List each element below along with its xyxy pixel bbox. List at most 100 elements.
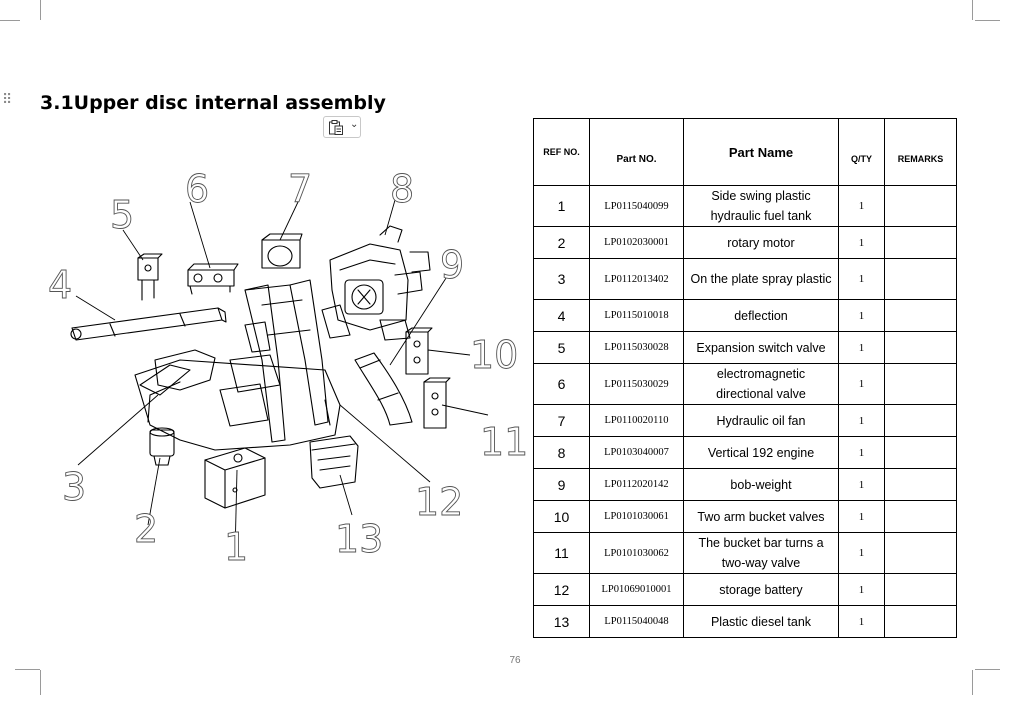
cell-part-no: LP0112013402: [589, 258, 684, 300]
page-number: 76: [509, 655, 521, 666]
cell-remarks: [884, 500, 957, 533]
cell-ref: 13: [533, 605, 590, 638]
cell-part-no: LP0101030061: [589, 500, 684, 533]
directional-valve: [187, 263, 239, 295]
oil-fan: [261, 233, 303, 269]
cell-qty: 1: [838, 500, 885, 533]
plate-cover: [154, 349, 216, 391]
cell-part-name: Expansion switch valve: [683, 331, 839, 364]
callout-2: 2: [134, 507, 158, 551]
cell-remarks: [884, 573, 957, 606]
cell-remarks: [884, 404, 957, 437]
parts-table: REF NO. Part NO. Part Name Q/TY REMARKS …: [533, 118, 957, 638]
cell-remarks: [884, 605, 957, 638]
cell-qty: 1: [838, 605, 885, 638]
cell-remarks: [884, 258, 957, 300]
leader-line: [384, 199, 396, 236]
callout-3: 3: [62, 465, 86, 509]
leader-line: [147, 457, 161, 526]
callout-10: 10: [470, 333, 518, 377]
base-plate: [134, 359, 341, 451]
cell-ref: 1: [533, 185, 590, 227]
callout-5: 5: [110, 193, 134, 237]
cell-part-name: On the plate spray plastic: [683, 258, 839, 300]
cell-part-name: Hydraulic oil fan: [683, 404, 839, 437]
crop-mark: [40, 670, 41, 695]
leader-line: [234, 469, 238, 556]
cell-part-no: LP0101030062: [589, 532, 684, 574]
cell-remarks: [884, 436, 957, 469]
cell-part-no: LP0103040007: [589, 436, 684, 469]
battery: [309, 435, 359, 489]
leader-line: [189, 201, 211, 269]
leader-line: [441, 404, 489, 416]
cell-remarks: [884, 363, 957, 405]
cell-remarks: [884, 532, 957, 574]
paste-options-button[interactable]: ⌄: [323, 116, 361, 138]
cell-ref: 4: [533, 299, 590, 332]
cell-qty: 1: [838, 226, 885, 259]
cell-qty: 1: [838, 436, 885, 469]
crop-mark: [975, 669, 1000, 670]
crop-mark: [40, 0, 41, 20]
cell-ref: 6: [533, 363, 590, 405]
column-header-remarks: REMARKS: [884, 118, 957, 186]
leader-line: [77, 394, 159, 466]
cell-remarks: [884, 468, 957, 501]
cell-remarks: [884, 331, 957, 364]
cell-part-no: LP01069010001: [589, 573, 684, 606]
cell-ref: 9: [533, 468, 590, 501]
cell-part-no: LP0110020110: [589, 404, 684, 437]
callout-12: 12: [415, 480, 463, 524]
leader-line: [279, 201, 299, 241]
cell-part-name: deflection: [683, 299, 839, 332]
callout-6: 6: [185, 167, 209, 211]
cell-part-name: Side swing plastic hydraulic fuel tank: [683, 185, 839, 227]
cell-remarks: [884, 299, 957, 332]
cell-part-name: Two arm bucket valves: [683, 500, 839, 533]
column-header-part-name: Part Name: [683, 118, 839, 186]
cell-qty: 1: [838, 299, 885, 332]
cell-ref: 2: [533, 226, 590, 259]
bucket-valve-11: [423, 377, 451, 429]
column-header-ref: REF NO.: [533, 118, 590, 186]
cell-qty: 1: [838, 331, 885, 364]
cell-ref: 5: [533, 331, 590, 364]
crop-mark: [15, 669, 40, 670]
cell-ref: 7: [533, 404, 590, 437]
crop-mark: [0, 20, 20, 21]
callout-4: 4: [48, 263, 72, 307]
cell-ref: 10: [533, 500, 590, 533]
cell-part-name: bob-weight: [683, 468, 839, 501]
chevron-down-icon: ⌄: [350, 119, 359, 130]
drag-handle-icon[interactable]: ⠿: [2, 92, 12, 108]
callout-9: 9: [440, 243, 464, 287]
section-heading: 3.1Upper disc internal assembly: [40, 92, 386, 114]
cell-qty: 1: [838, 468, 885, 501]
cell-qty: 1: [838, 363, 885, 405]
crop-mark: [972, 0, 973, 20]
cell-part-name: Vertical 192 engine: [683, 436, 839, 469]
cell-remarks: [884, 185, 957, 227]
cell-qty: 1: [838, 532, 885, 574]
leader-line: [75, 295, 116, 321]
cell-part-no: LP0115030029: [589, 363, 684, 405]
cell-part-name: electromagnetic directional valve: [683, 363, 839, 405]
bob-weight: [354, 352, 413, 426]
deflection-cylinder: [70, 307, 227, 341]
cell-part-name: Plastic diesel tank: [683, 605, 839, 638]
leader-line: [427, 349, 471, 356]
cell-ref: 11: [533, 532, 590, 574]
callout-13: 13: [335, 517, 383, 561]
column-header-qty: Q/TY: [838, 118, 885, 186]
clipboard-paste-icon: [329, 120, 343, 135]
leader-line: [389, 274, 449, 366]
cell-ref: 12: [533, 573, 590, 606]
